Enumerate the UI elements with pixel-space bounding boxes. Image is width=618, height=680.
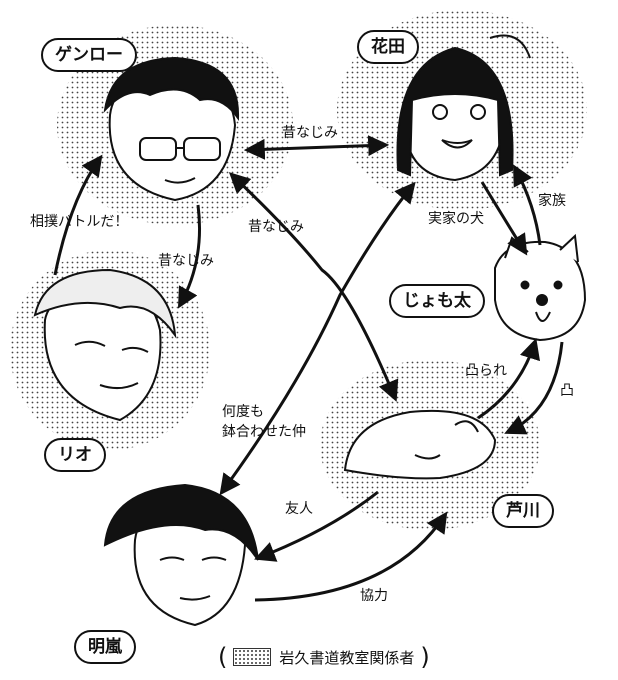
label-rio-genro: 相撲バトルだ！	[30, 213, 128, 231]
legend-label: 岩久書道教室関係者	[279, 647, 414, 668]
label-jomota-ashikawa: 凸	[560, 382, 574, 400]
portrait-akira	[105, 485, 258, 625]
label-ashikawa-jomota: 凸られ	[465, 362, 507, 380]
label-hanada-jomota: 実家の犬	[428, 210, 484, 228]
label-genro-hanada: 昔なじみ	[282, 124, 338, 142]
arrow-ashikawa-genro	[232, 175, 395, 398]
label-akira-hanada-2: 鉢合わせた仲	[222, 423, 306, 441]
name-tag-genro: ゲンロー	[41, 38, 137, 72]
portrait-jomota	[495, 236, 585, 340]
name-tag-akira: 明嵐	[74, 630, 136, 664]
name-tag-ashikawa: 芦川	[492, 494, 554, 528]
name-tag-jomota: じょも太	[389, 284, 485, 318]
label-ashikawa-akira: 友人	[285, 500, 313, 518]
label-ashikawa-genro: 昔なじみ	[248, 218, 304, 236]
legend: ( 岩久書道教室関係者 )	[218, 645, 430, 669]
legend-open-paren: (	[218, 645, 227, 669]
legend-close-paren: )	[420, 645, 429, 669]
legend-screentone-swatch	[233, 648, 271, 666]
label-akira-ashikawa: 協力	[360, 587, 388, 605]
label-genro-rio: 昔なじみ	[158, 252, 214, 270]
name-tag-hanada: 花田	[357, 30, 419, 64]
label-akira-hanada-1: 何度も	[222, 403, 264, 421]
label-jomota-hanada: 家族	[538, 192, 566, 210]
name-tag-rio: リオ	[44, 438, 106, 472]
